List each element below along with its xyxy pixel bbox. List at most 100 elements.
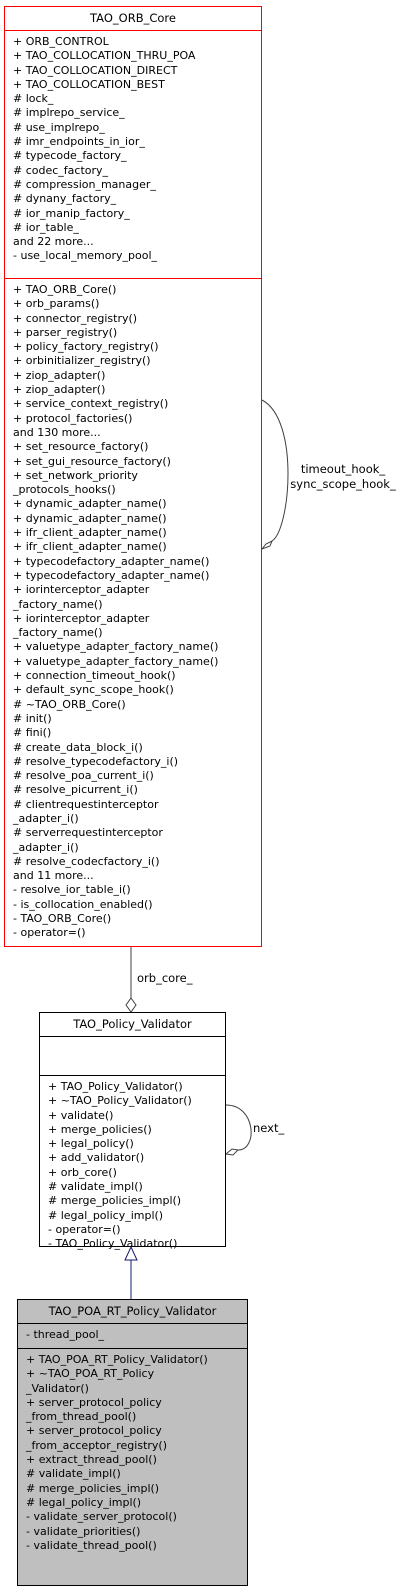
class-member: # init() <box>13 711 52 725</box>
class-member: + merge_policies() <box>48 1122 152 1136</box>
class-member: # resolve_codecfactory_i() <box>13 854 160 868</box>
orb-core-association-label: orb_core_ <box>137 971 193 985</box>
class-member: # imr_endpoints_in_ior_ <box>13 135 145 149</box>
class-member: + connector_registry() <box>13 311 138 325</box>
class-name: TAO_ORB_Core <box>90 11 176 25</box>
attributes-section: - thread_pool_ <box>18 1324 247 1349</box>
attributes-section <box>40 1037 225 1076</box>
class-member: + orb_core() <box>48 1165 117 1179</box>
class-member: + protocol_factories() <box>13 411 133 425</box>
class-member: + typecodefactory_adapter_name() <box>13 554 210 568</box>
class-member: + TAO_COLLOCATION_BEST <box>13 77 165 91</box>
class-member: + server_protocol_policy _from_thread_po… <box>26 1395 162 1424</box>
class-name: TAO_Policy_Validator <box>73 1017 192 1031</box>
operation-list: + TAO_Policy_Validator()+ ~TAO_Policy_Va… <box>48 1080 192 1252</box>
class-member: + TAO_COLLOCATION_THRU_POA <box>13 49 196 63</box>
class-member: + ziop_adapter() <box>13 383 106 397</box>
class-member: - TAO_Policy_Validator() <box>48 1237 178 1251</box>
operation-list: + TAO_ORB_Core()+ orb_params()+ connecto… <box>13 283 218 941</box>
class-member: - resolve_ior_table_i() <box>13 883 131 897</box>
class-member: # typecode_factory_ <box>13 149 127 163</box>
class-member: - validate_server_protocol() <box>26 1510 177 1524</box>
class-name: TAO_POA_RT_Policy_Validator <box>48 1304 217 1318</box>
class-member: # compression_manager_ <box>13 177 156 191</box>
class-member: # legal_policy_impl() <box>26 1495 142 1509</box>
operation-list: + TAO_POA_RT_Policy_Validator()+ ~TAO_PO… <box>26 1353 208 1553</box>
class-member: + policy_factory_registry() <box>13 340 159 354</box>
class-member: + connection_timeout_hook() <box>13 669 176 683</box>
class-member: + orbinitializer_registry() <box>13 354 151 368</box>
class-member: # implrepo_service_ <box>13 106 125 120</box>
class-member: + iorinterceptor_adapter _factory_name() <box>13 611 150 640</box>
class-member: + TAO_ORB_Core() <box>13 283 117 296</box>
operations-section: + TAO_Policy_Validator()+ ~TAO_Policy_Va… <box>40 1076 225 1250</box>
class-member: + set_gui_resource_factory() <box>13 454 171 468</box>
class-member: # ior_table_ <box>13 220 79 234</box>
class-member: + add_validator() <box>48 1151 145 1165</box>
attributes-section: + ORB_CONTROL+ TAO_COLLOCATION_THRU_POA+… <box>5 31 261 279</box>
class-member: + ORB_CONTROL <box>13 35 109 48</box>
class-member: # validate_impl() <box>48 1180 143 1194</box>
class-member: + valuetype_adapter_factory_name() <box>13 640 219 654</box>
orb-core-association-diamond <box>125 997 137 1013</box>
class-tao-policy-validator[interactable]: TAO_Policy_Validator + TAO_Policy_Valida… <box>39 1012 226 1250</box>
class-member: + server_protocol_policy _from_acceptor_… <box>26 1424 167 1452</box>
class-member: + TAO_Policy_Validator() <box>48 1080 183 1093</box>
sync-scope-hook-label: sync_scope_hook_ <box>290 477 396 491</box>
operations-section: + TAO_ORB_Core()+ orb_params()+ connecto… <box>5 279 261 946</box>
class-member: + dynamic_adapter_name() <box>13 497 167 511</box>
class-member: # resolve_typecodefactory_i() <box>13 754 179 768</box>
class-tao-poa-rt-policy-validator[interactable]: TAO_POA_RT_Policy_Validator - thread_poo… <box>17 1299 248 1586</box>
class-member: - operator=() <box>48 1222 121 1236</box>
class-member: - thread_pool_ <box>26 1328 105 1341</box>
class-member: # codec_factory_ <box>13 163 109 177</box>
class-member: + typecodefactory_adapter_name() <box>13 568 210 582</box>
class-member: # ior_manip_factory_ <box>13 206 130 220</box>
class-member: # serverrequestinterceptor _adapter_i() <box>13 826 163 854</box>
class-member: + ~TAO_POA_RT_Policy _Validator() <box>26 1367 155 1395</box>
self-association-label: timeout_hook_ sync_scope_hook_ <box>283 462 403 492</box>
class-member: # create_data_block_i() <box>13 740 143 754</box>
class-member: # ~TAO_ORB_Core() <box>13 697 126 711</box>
class-member: + service_context_registry() <box>13 397 169 411</box>
class-member: + ifr_client_adapter_name() <box>13 540 167 554</box>
orb-core-self-association-diamond <box>260 539 273 551</box>
attribute-list: + ORB_CONTROL+ TAO_COLLOCATION_THRU_POA+… <box>13 35 195 264</box>
attribute-list: - thread_pool_ <box>26 1328 104 1342</box>
class-member: # clientrequestinterceptor _adapter_i() <box>13 797 159 825</box>
class-member: - operator=() <box>13 926 86 940</box>
class-member: and 22 more... <box>13 235 94 249</box>
class-member: + dynamic_adapter_name() <box>13 511 167 525</box>
timeout-hook-label: timeout_hook_ <box>300 462 386 476</box>
class-member: - use_local_memory_pool_ <box>13 249 158 263</box>
class-member: # fini() <box>13 726 52 740</box>
class-member: + ziop_adapter() <box>13 368 106 382</box>
class-member: # merge_policies_impl() <box>48 1194 182 1208</box>
class-member: + ~TAO_Policy_Validator() <box>48 1094 192 1108</box>
class-member: # use_implrepo_ <box>13 120 105 134</box>
class-member: + ifr_client_adapter_name() <box>13 526 167 540</box>
class-member: - validate_priorities() <box>26 1524 141 1538</box>
class-member: and 130 more... <box>13 425 101 439</box>
class-member: # legal_policy_impl() <box>48 1208 164 1222</box>
class-member: # merge_policies_impl() <box>26 1481 160 1495</box>
class-member: and 11 more... <box>13 869 94 883</box>
class-member: + TAO_COLLOCATION_DIRECT <box>13 63 178 77</box>
class-member: # dynany_factory_ <box>13 192 117 206</box>
class-member: - TAO_ORB_Core() <box>13 912 112 926</box>
class-member: + set_network_priority _protocols_hooks(… <box>13 468 138 497</box>
class-name-section: TAO_Policy_Validator <box>40 1013 225 1037</box>
class-member: + parser_registry() <box>13 325 118 339</box>
class-member: + set_resource_factory() <box>13 440 149 454</box>
operations-section: + TAO_POA_RT_Policy_Validator()+ ~TAO_PO… <box>18 1349 247 1585</box>
class-member: + default_sync_scope_hook() <box>13 683 174 697</box>
class-tao-orb-core[interactable]: TAO_ORB_Core + ORB_CONTROL+ TAO_COLLOCAT… <box>4 6 262 947</box>
class-member: + legal_policy() <box>48 1137 134 1151</box>
class-member: + valuetype_adapter_factory_name() <box>13 654 219 668</box>
class-member: - is_collocation_enabled() <box>13 897 153 911</box>
class-member: + iorinterceptor_adapter _factory_name() <box>13 583 150 611</box>
next-self-association-diamond <box>224 1148 240 1156</box>
next-association-label: next_ <box>253 1121 285 1135</box>
next-self-association-line <box>225 1104 252 1151</box>
class-name-section: TAO_ORB_Core <box>5 7 261 31</box>
